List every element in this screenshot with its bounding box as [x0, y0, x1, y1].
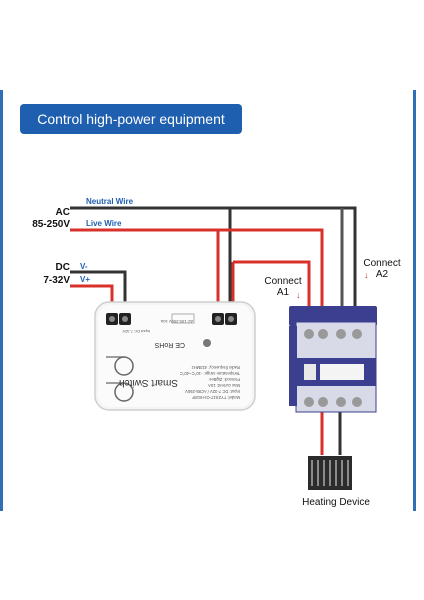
live-wire-label: Live Wire	[86, 219, 122, 228]
spec-line: Radio frequency: 433MHz	[192, 365, 240, 370]
right-border	[413, 90, 416, 511]
connect-a1-label: Connect A1	[260, 276, 306, 298]
connect-a1-line1: Connect	[264, 276, 302, 287]
connect-a2-line2: A2	[375, 269, 389, 280]
spec-line: Protocol: ZigBee	[208, 377, 240, 382]
load-wires	[320, 412, 342, 455]
connect-a2-line1: Connect	[363, 258, 401, 269]
diagram-title: Control high-power equipment	[20, 104, 242, 134]
spec-line: Temperature range: -10°C~40°C	[180, 371, 240, 376]
dc-voltage-label: 7-32V	[43, 275, 70, 286]
spec-line: Model: TYZS1T-GH-B18F	[191, 395, 240, 400]
ac-voltage-label: 85-250V	[32, 219, 70, 230]
left-border	[0, 90, 3, 511]
device-name: Smart Switch	[119, 377, 178, 388]
certifications: CE RoHS	[154, 341, 185, 348]
input-label: Input DC 7-32V	[122, 329, 150, 334]
neutral-wire	[70, 206, 357, 318]
heating-device-label: Heating Device	[302, 497, 370, 508]
spec-line: Max current: 10A	[208, 383, 240, 388]
connect-a1-line2: A1	[276, 287, 290, 298]
screw-icon	[203, 339, 211, 347]
contactor	[289, 306, 377, 413]
smart-switch	[94, 301, 256, 411]
diagram-frame	[0, 90, 424, 511]
dc-label: DC	[55, 262, 70, 273]
spec-line: Input: DC 7-32V / AC85-250V	[185, 389, 240, 394]
arrow-a2-icon: ↓	[364, 270, 369, 280]
connect-a2-label: Connect A2	[358, 258, 406, 280]
output-label: AC 100-250V 10A	[160, 319, 193, 324]
v-plus-label: V+	[80, 275, 91, 284]
neutral-wire-label: Neutral Wire	[86, 197, 134, 206]
ac-label: AC	[55, 207, 70, 218]
heating-device-icon	[308, 456, 352, 490]
v-minus-label: V-	[80, 262, 88, 271]
arrow-a1-icon: ↓	[296, 290, 301, 300]
